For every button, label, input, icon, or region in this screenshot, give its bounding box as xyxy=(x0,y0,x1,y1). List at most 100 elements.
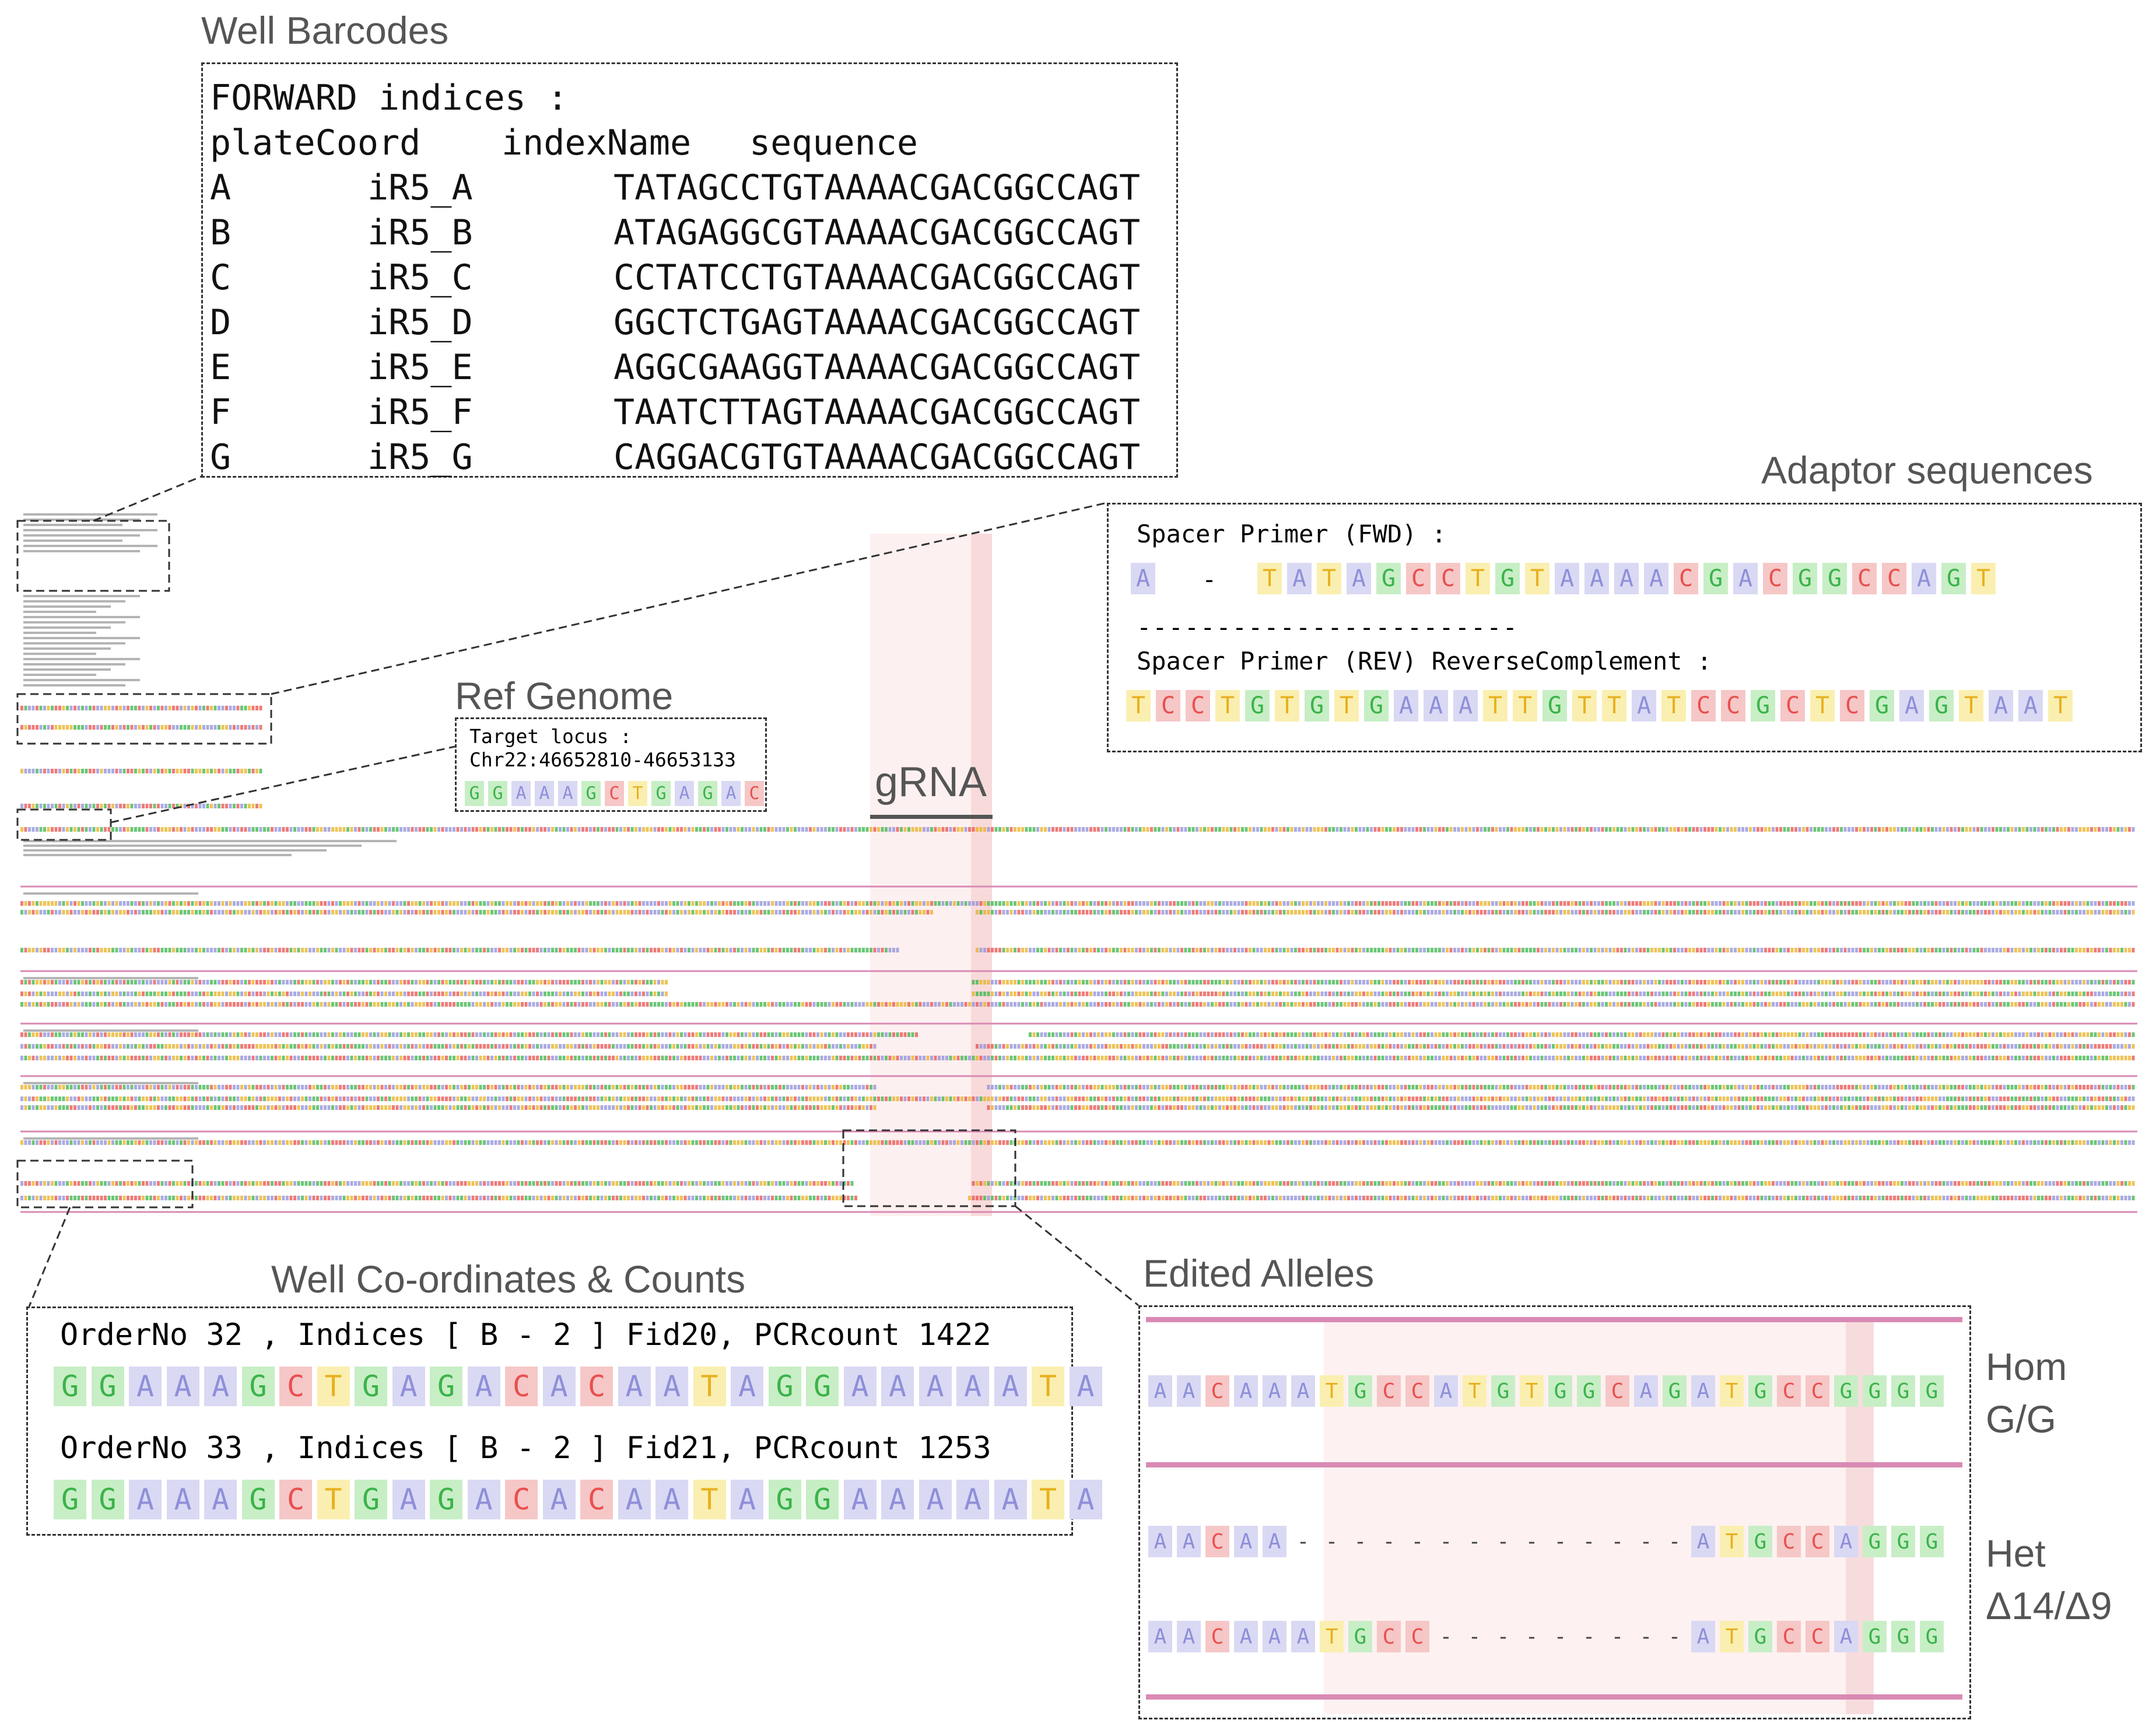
overview-text-line xyxy=(23,529,157,531)
nucleotide-C: C xyxy=(1840,690,1864,721)
nucleotide-C: C xyxy=(505,1367,538,1406)
caption-grna: gRNA xyxy=(875,759,987,805)
deletion-gap: - xyxy=(1496,1529,1510,1554)
deletion-gap: - xyxy=(1525,1529,1538,1554)
nucleotide-A: A xyxy=(467,1480,500,1519)
overview-text-line xyxy=(23,605,111,608)
nucleotide-G: G xyxy=(1822,563,1847,594)
nucleotide-G: G xyxy=(1748,1526,1772,1557)
barcode-sequence: CAGGACGTGTAAAACGACGGCCAGT xyxy=(614,437,1141,478)
deletion-gap: - xyxy=(1439,1529,1453,1554)
nucleotide-A: A xyxy=(731,1367,763,1406)
nucleotide-T: T xyxy=(1572,690,1597,721)
nucleotide-A: A xyxy=(1234,1526,1258,1557)
overview-text-line xyxy=(23,611,96,613)
nucleotide-T: T xyxy=(1810,690,1835,721)
nucleotide-A: A xyxy=(1424,690,1448,721)
nucleotide-A: A xyxy=(392,1367,425,1406)
barcode-indexname: iR5_C xyxy=(367,257,473,298)
overview-read-strip xyxy=(20,1032,2135,1037)
nucleotide-C: C xyxy=(1806,1526,1829,1557)
nucleotide-G: G xyxy=(1863,1375,1887,1407)
overview-text-line xyxy=(23,684,125,686)
nucleotide-G: G xyxy=(1941,563,1966,594)
barcode-platecoord: E xyxy=(210,347,232,388)
nucleotide-A: A xyxy=(1291,1375,1315,1407)
deletion-gap: - xyxy=(1611,1529,1624,1554)
nucleotide-A: A xyxy=(1263,1526,1286,1557)
nucleotide-A: A xyxy=(1584,563,1609,594)
barcode-indexname: iR5_G xyxy=(367,437,473,478)
overview-text-line xyxy=(23,600,125,602)
nucleotide-A: A xyxy=(129,1367,162,1406)
nucleotide-A: A xyxy=(675,781,694,806)
header-sequence: sequence xyxy=(749,122,918,163)
overview-text-line xyxy=(23,519,140,521)
nucleotide-T: T xyxy=(1215,690,1240,721)
deletion-gap: - xyxy=(1525,1624,1538,1649)
deletion-gap: - xyxy=(1439,1624,1453,1649)
overview-text-line xyxy=(23,513,157,516)
nucleotide-A: A xyxy=(1287,563,1312,594)
overview-text-line xyxy=(23,524,122,526)
overview-read-strip xyxy=(20,901,2135,906)
connector-barcodes xyxy=(93,474,205,522)
nucleotide-A: A xyxy=(166,1367,199,1406)
nucleotide-T: T xyxy=(1466,563,1490,594)
deletion-gap: - xyxy=(1496,1624,1510,1649)
overview-read-strip xyxy=(20,1181,2135,1186)
nucleotide-C: C xyxy=(1763,563,1787,594)
barcodes-title: FORWARD indices : xyxy=(210,78,569,118)
nucleotide-A: A xyxy=(1234,1375,1258,1407)
nucleotide-G: G xyxy=(1495,563,1520,594)
overview-text-line xyxy=(23,668,111,671)
het-bottom-line xyxy=(1146,1694,1962,1700)
overview-read-strip xyxy=(20,992,2135,996)
nucleotide-C: C xyxy=(1721,690,1745,721)
deletion-gap: - xyxy=(1639,1529,1653,1554)
deletion-gap: - xyxy=(1554,1624,1567,1649)
overview-small-strip xyxy=(20,804,262,808)
nucleotide-A: A xyxy=(1177,1621,1201,1652)
nucleotide-G: G xyxy=(1376,563,1401,594)
nucleotide-G: G xyxy=(430,1367,462,1406)
deletion-gap: - xyxy=(1382,1529,1396,1554)
nucleotide-G: G xyxy=(581,781,601,806)
nucleotide-A: A xyxy=(535,781,554,806)
overview-text-line xyxy=(23,534,140,537)
nucleotide-T: T xyxy=(1720,1621,1744,1652)
ref-genome-panel: Target locus : Chr22:46652810-46653133 G… xyxy=(455,717,767,812)
nucleotide-G: G xyxy=(1348,1621,1372,1652)
overview-text-line xyxy=(23,1029,198,1032)
nucleotide-G: G xyxy=(1891,1526,1915,1557)
caption-well-coordinates: Well Co-ordinates & Counts xyxy=(271,1257,746,1301)
overview-small-strip xyxy=(20,706,262,710)
nucleotide-G: G xyxy=(651,781,671,806)
well-coordinates-panel: OrderNo 32 , Indices [ B - 2 ] Fid20, PC… xyxy=(26,1306,1102,1536)
nucleotide-G: G xyxy=(1891,1375,1915,1407)
target-locus-label: Target locus : xyxy=(469,725,632,748)
zoom-box-edited xyxy=(842,1129,1016,1207)
nucleotide-C: C xyxy=(1674,563,1698,594)
overview-read-strip xyxy=(20,910,2135,915)
overview-text-line xyxy=(23,540,122,542)
nucleotide-T: T xyxy=(1320,1621,1344,1652)
nucleotide-C: C xyxy=(1405,1621,1429,1652)
zoom-box-adaptor xyxy=(16,693,272,745)
nucleotide-C: C xyxy=(1436,563,1460,594)
overview-text-line xyxy=(23,595,140,597)
barcode-platecoord: F xyxy=(210,392,232,433)
header-platecoord: plateCoord xyxy=(210,122,421,163)
nucleotide-A: A xyxy=(1691,1526,1715,1557)
header-indexname: indexName xyxy=(502,122,692,163)
deletion-gap: - xyxy=(1639,1624,1653,1649)
overview-text-line xyxy=(23,616,140,618)
nucleotide-A: A xyxy=(731,1480,763,1519)
overview-read-strip xyxy=(20,1002,2135,1007)
nucleotide-C: C xyxy=(279,1367,312,1406)
fwd-dash: - xyxy=(1202,565,1217,594)
